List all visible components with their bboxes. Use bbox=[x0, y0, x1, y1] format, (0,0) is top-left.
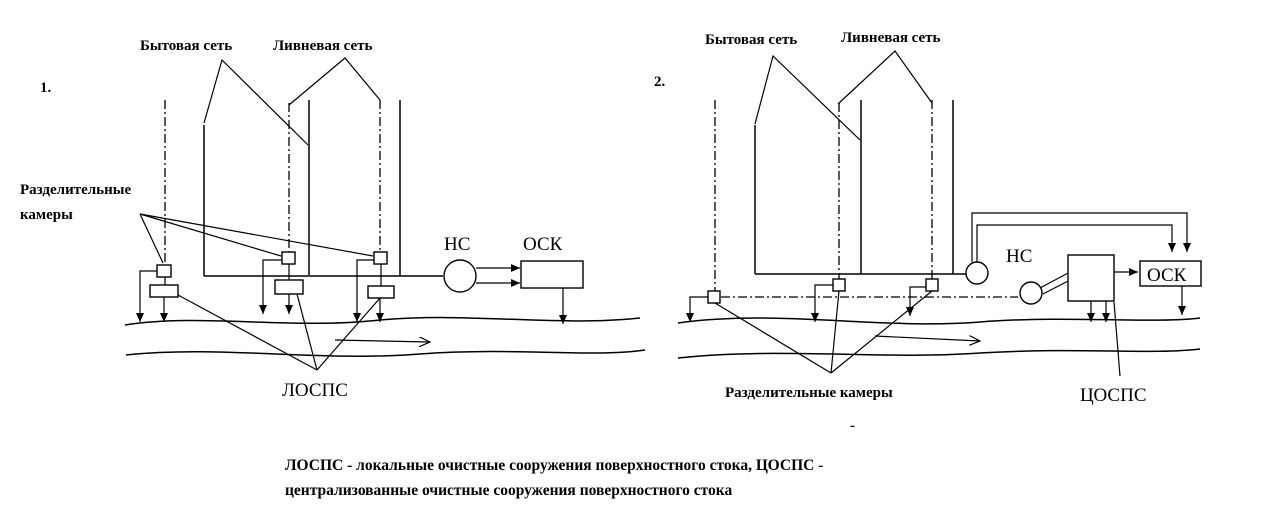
scheme-1: 1. Бытовая сеть Ливневая сеть Разделител… bbox=[20, 38, 646, 401]
scheme-1-osk bbox=[520, 260, 584, 324]
scheme-2-osk-label: ОСК bbox=[1147, 265, 1187, 286]
scheme-2-storm-network bbox=[754, 100, 966, 275]
scheme-1-river bbox=[124, 316, 646, 357]
scheme-1-storm-network bbox=[203, 100, 443, 277]
caption-line-1: ЛОСПС - локальные очистные сооружения по… bbox=[285, 457, 823, 474]
scheme-2-stray-mark: - bbox=[850, 418, 855, 434]
scheme-1-storm-label: Ливневая сеть bbox=[273, 38, 373, 54]
scheme-1-chambers-label-line2: камеры bbox=[20, 207, 73, 223]
scheme-2-pump-station-2 bbox=[1019, 271, 1071, 305]
scheme-1-local-treatment bbox=[149, 279, 395, 322]
scheme-2-leader-lines bbox=[754, 50, 933, 141]
scheme-1-chambers-label-line1: Разделительные bbox=[20, 182, 131, 198]
scheme-1-osk-label: ОСК bbox=[523, 234, 563, 255]
scheme-1-domestic-label: Бытовая сеть bbox=[140, 38, 232, 54]
scheme-2-pointer-lines bbox=[714, 290, 933, 374]
scheme-1-pump-station bbox=[443, 259, 520, 293]
scheme-2-river bbox=[677, 317, 1201, 359]
figure-caption: ЛОСПС - локальные очистные сооружения по… bbox=[285, 457, 823, 499]
scheme-2-osk bbox=[1139, 260, 1202, 315]
scheme-2-cospsc-label: ЦОСПС bbox=[1080, 385, 1147, 406]
scheme-1-pointer-lines bbox=[139, 213, 381, 371]
scheme-1-ns-label: НС bbox=[444, 234, 470, 255]
scheme-2-storm-label: Ливневая сеть bbox=[841, 30, 941, 46]
scheme-2-central-treatment bbox=[1067, 254, 1138, 377]
scheme-1-separation-chambers bbox=[136, 251, 388, 322]
scheme-1-number: 1. bbox=[40, 80, 52, 96]
scheme-1-lospsc-label: ЛОСПС bbox=[282, 380, 348, 401]
scheme-2-separation-chambers bbox=[686, 278, 939, 322]
scheme-1-domestic-network bbox=[164, 100, 381, 265]
scheme-2: 2. Бытовая сеть Ливневая сеть bbox=[654, 30, 1202, 434]
scheme-2-chambers-label: Разделительные камеры bbox=[725, 385, 893, 401]
scheme-2-domestic-network bbox=[714, 100, 1018, 298]
scheme-2-ns-label: НС bbox=[1006, 246, 1032, 267]
scheme-1-leader-lines bbox=[203, 57, 381, 146]
scheme-2-number: 2. bbox=[654, 74, 666, 90]
caption-line-2: централизованные очистные сооружения пов… bbox=[285, 482, 732, 499]
scheme-2-pump-station-1 bbox=[965, 212, 1191, 285]
scheme-2-domestic-label: Бытовая сеть bbox=[705, 32, 797, 48]
